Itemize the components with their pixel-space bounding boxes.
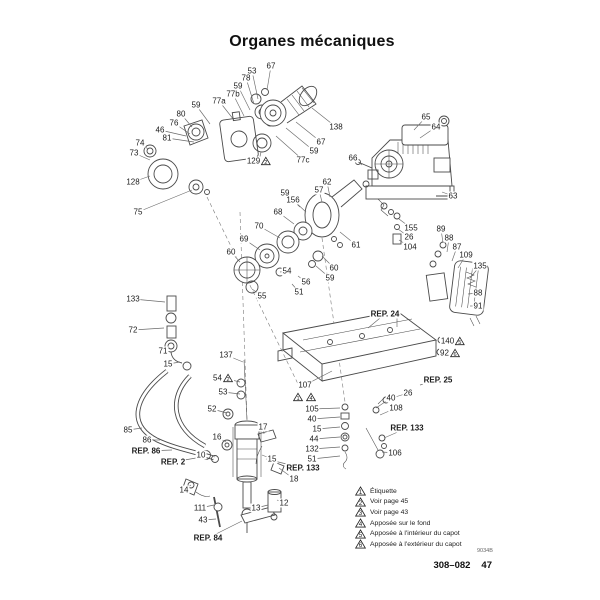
warning-triangle-5: 5	[355, 528, 366, 539]
pulley-clutch-chain	[233, 179, 363, 294]
legend-item-2: 2 Voir page 45	[355, 496, 462, 508]
alignment-lines	[206, 196, 346, 421]
page-footer: 308–082 47	[433, 560, 492, 571]
svg-text:4: 4	[359, 521, 363, 528]
doc-code: 9034B	[477, 548, 493, 554]
warning-triangle-6: 6	[355, 539, 366, 549]
suction-hose-assembly	[135, 295, 219, 463]
legend-text: Apposée à l'extérieur du capot	[370, 540, 462, 548]
svg-text:3: 3	[359, 511, 363, 518]
svg-text:6: 6	[359, 542, 363, 549]
electric-motor	[259, 85, 318, 127]
svg-text:5: 5	[359, 532, 363, 539]
warning-triangle-1: 1	[355, 486, 366, 496]
legend-text: Voir page 45	[370, 498, 409, 506]
drain-valve-fittings	[181, 461, 285, 528]
warning-triangle-4: 4	[355, 518, 366, 528]
legend-item-4: 4 Apposée sur le fond	[355, 518, 462, 529]
page-title: Organes mécaniques	[229, 33, 395, 50]
legend-text: Étiquette	[370, 487, 397, 495]
manual-number: 308–082	[433, 560, 471, 571]
gas-engine	[355, 115, 455, 245]
svg-text:2: 2	[359, 500, 363, 507]
warning-triangle-3: 3	[355, 507, 366, 517]
svg-text:1: 1	[359, 489, 363, 496]
legend-text: Apposée à l'intérieur du capot	[370, 530, 460, 538]
legend-item-3: 3 Voir page 43	[355, 507, 462, 518]
clutch-armature-assembly	[143, 88, 275, 195]
legend-text: Apposée sur le fond	[370, 519, 431, 527]
legend-item-5: 5 Apposée à l'intérieur du capot	[355, 528, 462, 539]
warning-triangle-2: 2	[355, 496, 366, 507]
legend-item-6: 6 Apposée à l'extérieur du capot	[355, 539, 462, 550]
legend-item-1: 1 Étiquette	[355, 486, 462, 497]
legend-text: Voir page 43	[370, 508, 409, 516]
page-number: 47	[481, 560, 492, 571]
displacement-pump	[221, 359, 277, 533]
mounting-hardware-chain	[340, 403, 387, 470]
cart-frame	[277, 310, 445, 414]
muffler-guard	[425, 241, 489, 327]
